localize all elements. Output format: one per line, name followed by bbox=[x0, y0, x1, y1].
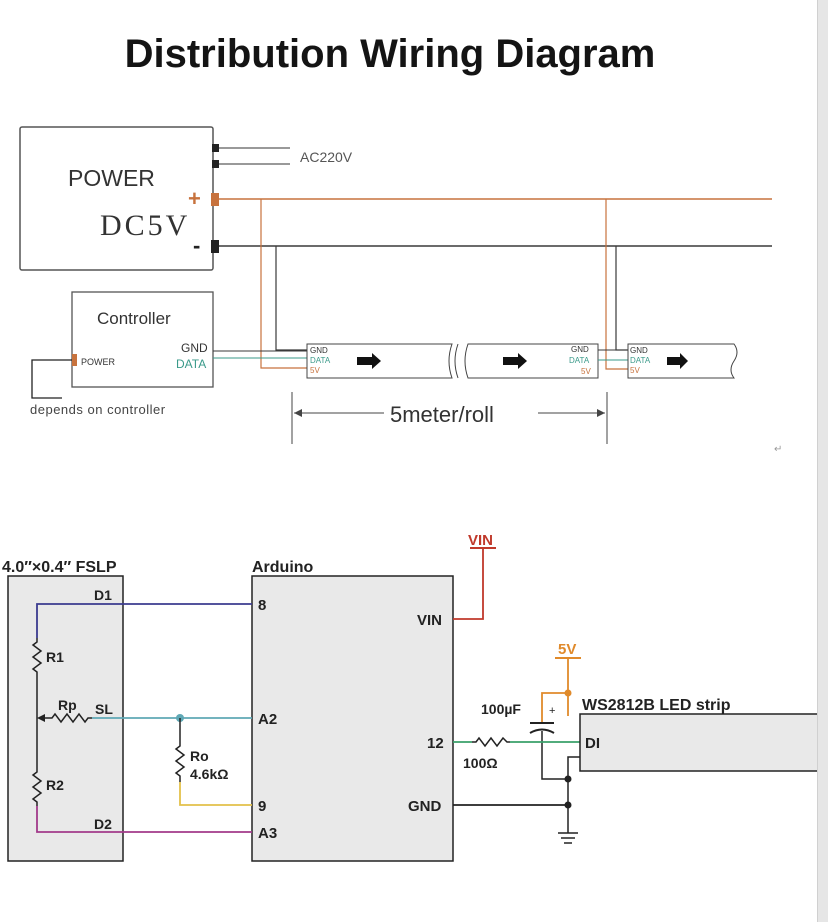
strip-gnd-wire bbox=[567, 756, 580, 833]
page-edge-scrollbar bbox=[817, 0, 828, 922]
rp-resistor bbox=[45, 712, 92, 724]
controller-power-wire bbox=[31, 359, 72, 399]
controller-data-label: DATA bbox=[176, 357, 206, 371]
negative-drop-wire-2 bbox=[615, 246, 628, 351]
arduino-box bbox=[251, 575, 454, 862]
fslp-d1-internal bbox=[36, 603, 123, 638]
strip-2-5v: 5V bbox=[581, 367, 591, 376]
capacitor-polarity: + bbox=[549, 705, 555, 717]
controller-power-terminal bbox=[72, 354, 77, 366]
dc-plus-terminal bbox=[211, 193, 219, 206]
led-strip-title: WS2812B LED strip bbox=[582, 697, 731, 714]
positive-drop-wire-1 bbox=[260, 199, 307, 369]
gnd-junction-top bbox=[564, 775, 572, 783]
negative-drop-wire-1 bbox=[275, 246, 307, 351]
sl-label: SL bbox=[95, 701, 113, 717]
power-supply-box bbox=[19, 126, 214, 271]
arduino-pin-8: 8 bbox=[258, 597, 266, 614]
strip-3-5v: 5V bbox=[630, 366, 640, 375]
strip-3-data: DATA bbox=[630, 356, 651, 365]
controller-note: depends on controller bbox=[30, 402, 166, 417]
data-resistor-value: 100Ω bbox=[463, 755, 498, 771]
d2-label: D2 bbox=[94, 816, 112, 832]
arduino-pin-gnd: GND bbox=[408, 798, 442, 815]
rp-wiper-arrow bbox=[37, 714, 45, 722]
arduino-pin-vin: VIN bbox=[417, 612, 442, 629]
ro-name-label: Ro bbox=[190, 748, 209, 764]
arduino-title: Arduino bbox=[252, 559, 314, 576]
gnd-junction-bottom bbox=[564, 801, 572, 809]
strip-segment-2 bbox=[464, 343, 599, 379]
r2-resistor bbox=[31, 768, 43, 806]
strip-1-data: DATA bbox=[310, 356, 331, 365]
ac-terminal-2 bbox=[212, 160, 219, 168]
capacitor-value: 100µF bbox=[481, 701, 521, 717]
ro-resistor bbox=[174, 742, 186, 782]
dimension-arrow-right bbox=[597, 409, 605, 417]
r2-label: R2 bbox=[46, 777, 64, 793]
power-label: POWER bbox=[68, 165, 155, 191]
r1-label: R1 bbox=[46, 649, 64, 665]
controller-label: Controller bbox=[97, 309, 171, 328]
r1-resistor bbox=[31, 638, 43, 676]
ac-label: AC220V bbox=[300, 149, 353, 165]
fslp-title: 4.0″×0.4″ FSLP bbox=[2, 559, 117, 576]
pin9-wire bbox=[179, 782, 252, 806]
d1-label: D1 bbox=[94, 587, 112, 603]
vin-wire bbox=[453, 548, 484, 620]
power-plus-sign: + bbox=[188, 186, 201, 211]
strip-3-arrow bbox=[667, 353, 688, 369]
vin-label: VIN bbox=[468, 532, 493, 549]
positive-drop-wire-2 bbox=[605, 199, 628, 370]
capacitor-plate-bottom bbox=[529, 728, 555, 734]
return-mark: ↵ bbox=[774, 444, 782, 455]
controller-power-label: POWER bbox=[81, 357, 116, 367]
strip-3-gnd: GND bbox=[630, 346, 648, 355]
arduino-pin-12: 12 bbox=[427, 735, 444, 752]
strip-1-gnd: GND bbox=[310, 346, 328, 355]
dimension-arrow-left bbox=[294, 409, 302, 417]
capacitor-ground-wire bbox=[541, 731, 568, 780]
strip-1-5v: 5V bbox=[310, 366, 320, 375]
strip-2-arrow bbox=[503, 353, 527, 369]
strip-2-data: DATA bbox=[569, 356, 590, 365]
strip-1-arrow bbox=[357, 353, 381, 369]
arduino-pin-a2: A2 bbox=[258, 711, 277, 728]
led-strip-box bbox=[579, 713, 825, 772]
data-resistor bbox=[472, 736, 510, 748]
controller-box bbox=[71, 291, 214, 388]
length-label: 5meter/roll bbox=[390, 402, 494, 427]
ac-terminal-1 bbox=[212, 144, 219, 152]
power-voltage-label: DC5V bbox=[100, 209, 190, 242]
dc-minus-terminal bbox=[211, 240, 219, 253]
strip-2-gnd: GND bbox=[571, 345, 589, 354]
ro-value-label: 4.6kΩ bbox=[190, 766, 228, 782]
page-title: Distribution Wiring Diagram bbox=[124, 32, 656, 76]
arduino-pin-a3: A3 bbox=[258, 825, 277, 842]
controller-gnd-label: GND bbox=[181, 341, 208, 355]
led-strip-di-label: DI bbox=[585, 735, 600, 752]
arduino-pin-9: 9 bbox=[258, 798, 266, 815]
power-minus-sign: - bbox=[193, 233, 200, 258]
five-v-to-cap-wire bbox=[541, 692, 568, 722]
strip-break-left bbox=[454, 343, 459, 379]
fslp-d2-internal bbox=[36, 806, 123, 833]
five-v-label: 5V bbox=[558, 641, 576, 658]
rp-label: Rp bbox=[58, 697, 77, 713]
